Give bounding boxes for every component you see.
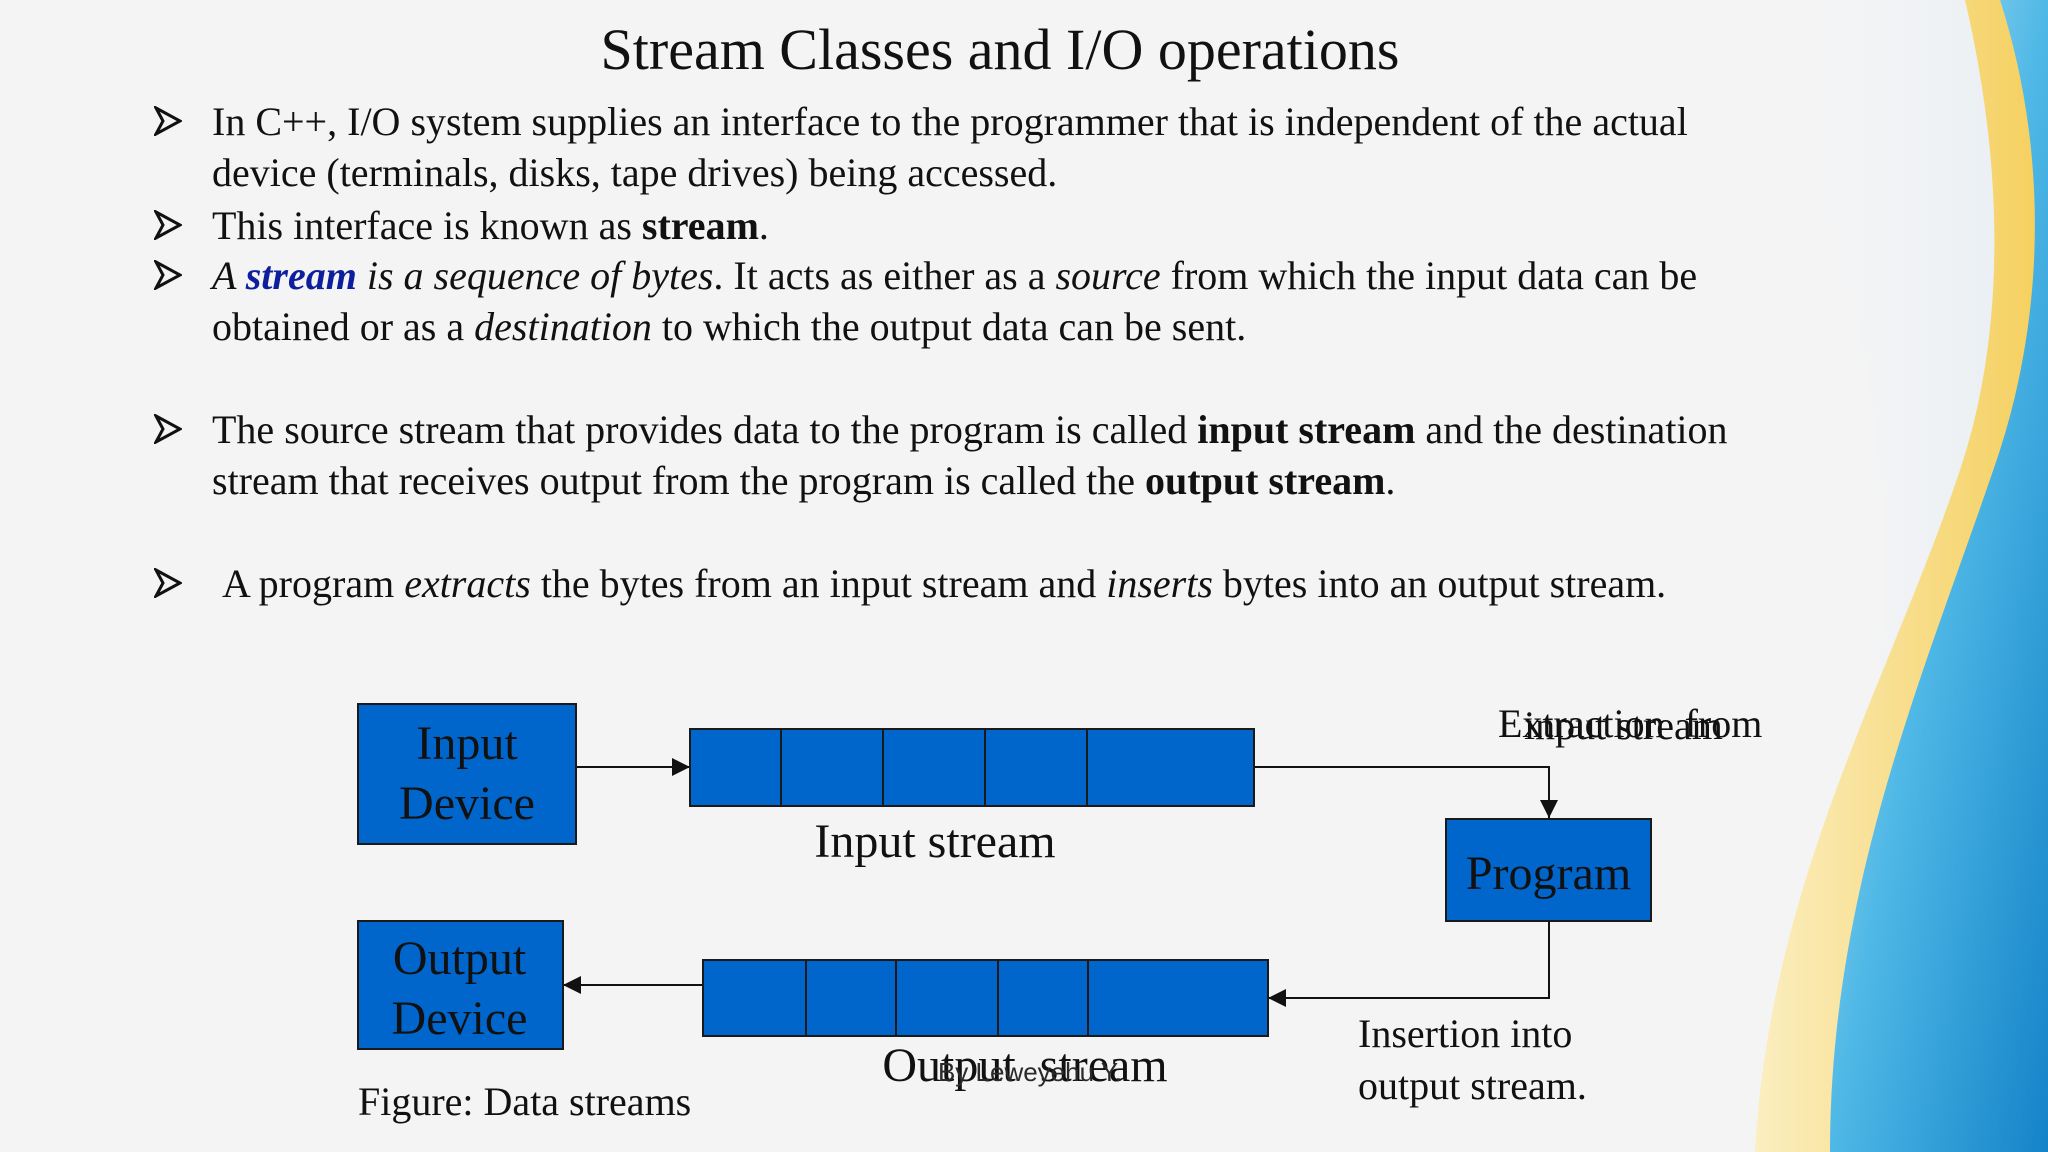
input-stream-label: Input stream <box>814 815 1056 868</box>
label-line: output stream. <box>1358 1063 1587 1108</box>
text-run: the bytes from an input stream and <box>530 561 1107 606</box>
label-line: Input <box>416 717 518 770</box>
text-run: . <box>1385 458 1396 503</box>
text-run: This interface is known as <box>212 203 642 248</box>
term-extracts: extracts <box>404 561 531 606</box>
input-stream-cell <box>882 728 986 807</box>
arrow-input-stream-to-program <box>1254 766 1558 818</box>
output-stream-cell <box>895 959 999 1037</box>
text-run: to which the output data can be sent. <box>651 304 1247 349</box>
term-input-stream: input stream <box>1197 407 1416 452</box>
slide-title: Stream Classes and I/O operations <box>600 17 1400 82</box>
text-run: . <box>758 203 769 248</box>
slide-footer: By Leweyehu Y. <box>937 1057 1123 1087</box>
extraction-label: Extraction from <box>1478 646 1778 750</box>
bullet-text: In C++, I/O system supplies an interface… <box>212 96 1892 198</box>
text-run: A <box>212 253 246 298</box>
label-line: Device <box>399 777 535 830</box>
bullet-text: The source stream that provides data to … <box>212 404 1892 506</box>
output-stream-buffer <box>702 959 1269 1037</box>
output-stream-cell <box>702 959 807 1037</box>
extraction-label-line2: input stream <box>1524 703 1723 748</box>
input-device-box <box>357 703 577 845</box>
input-stream-cell <box>984 728 1088 807</box>
term-destination: destination <box>474 304 652 349</box>
text-run: and the destination <box>1415 407 1728 452</box>
term-output-stream: output stream <box>1145 458 1386 503</box>
bullet-line: In C++, I/O system supplies an interface… <box>212 99 1688 144</box>
term-inserts: inserts <box>1106 561 1213 606</box>
arrow-bullet-icon <box>154 414 182 444</box>
insertion-label: Insertion into output stream. <box>1358 1008 1658 1112</box>
label-line: Extraction from <box>1498 701 1763 746</box>
output-stream-cell <box>1087 959 1269 1037</box>
label-line: Device <box>391 992 528 1045</box>
text-run: . It acts as either as a <box>713 253 1056 298</box>
label-line: Output <box>392 932 527 985</box>
program-label: Program <box>1465 847 1632 900</box>
text-run: A program <box>222 561 405 606</box>
bullet-text: A stream is a sequence of bytes. It acts… <box>212 250 1892 352</box>
arrow-program-to-output-stream <box>1268 922 1550 1007</box>
output-stream-cell <box>997 959 1089 1037</box>
output-stream-cell <box>805 959 897 1037</box>
arrow-bullet-icon <box>154 568 182 598</box>
bullet-line: device (terminals, disks, tape drives) b… <box>212 150 1058 195</box>
bullet-text: This interface is known as stream. <box>212 200 1892 251</box>
program-box <box>1445 818 1652 922</box>
output-device-label: Output Device <box>352 929 567 1049</box>
term-stream-highlight: stream <box>245 253 357 298</box>
text-run: is a sequence of bytes <box>356 253 714 298</box>
blue-wave <box>1830 0 2048 1152</box>
figure-caption: Figure: Data streams <box>358 1079 692 1124</box>
input-device-label: Input Device <box>358 714 576 834</box>
arrow-bullet-icon <box>154 260 182 290</box>
text-run: stream that receives output from the pro… <box>212 458 1146 503</box>
output-device-box <box>357 920 564 1050</box>
input-stream-cell <box>1086 728 1255 807</box>
input-stream-buffer <box>689 728 1255 807</box>
term-stream: stream <box>641 203 759 248</box>
bullet-text: A program extracts the bytes from an inp… <box>222 558 1902 609</box>
arrow-bullet-icon <box>154 106 182 136</box>
text-run: bytes into an output stream. <box>1212 561 1667 606</box>
text-run: The source stream that provides data to … <box>212 407 1198 452</box>
text-run: obtained or as a <box>212 304 475 349</box>
label-line: Insertion into <box>1358 1011 1573 1056</box>
term-source: source <box>1055 253 1161 298</box>
input-stream-cell <box>689 728 782 807</box>
arrow-bullet-icon <box>154 210 182 240</box>
output-stream-label: Output stream <box>882 1039 1168 1092</box>
text-run: from which the input data can be <box>1160 253 1698 298</box>
input-stream-cell <box>780 728 884 807</box>
